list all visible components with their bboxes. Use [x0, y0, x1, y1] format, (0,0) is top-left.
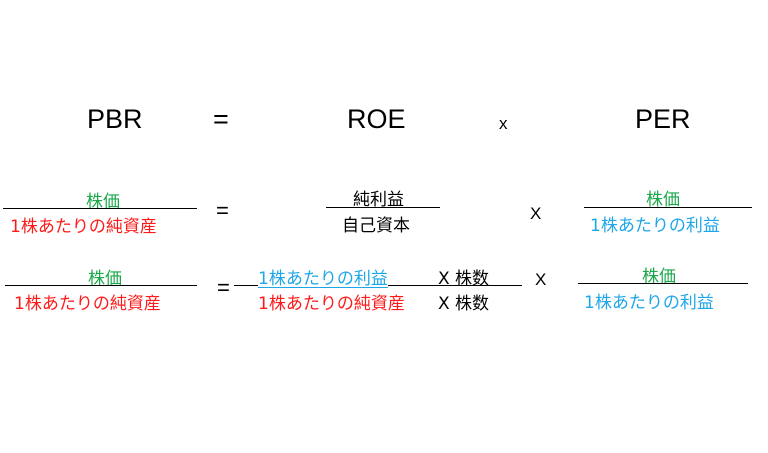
- roe-label: ROE: [347, 104, 406, 134]
- fraction-bar: [584, 207, 752, 208]
- eps-denominator: 1株あたりの利益: [590, 216, 720, 236]
- fraction-bar: [326, 207, 440, 208]
- stock-price-numerator: 株価: [86, 192, 120, 212]
- fraction-bar: [3, 208, 197, 209]
- equity-denominator: 自己資本: [342, 216, 410, 236]
- stock-price-numerator: 株価: [646, 190, 680, 210]
- fraction-bar: [578, 283, 748, 284]
- multiply-sign: X: [535, 270, 547, 289]
- equals-sign: =: [217, 275, 230, 300]
- net-income-numerator: 純利益: [353, 190, 404, 210]
- eps-denominator: 1株あたりの利益: [584, 293, 714, 313]
- multiply-sign: x: [499, 114, 508, 133]
- bps-denominator: 1株あたりの純資産: [10, 217, 157, 237]
- stock-price-numerator: 株価: [88, 269, 122, 289]
- fraction-bar: [5, 285, 197, 286]
- pbr-label: PBR: [87, 104, 143, 134]
- stock-price-numerator: 株価: [642, 267, 676, 287]
- per-label: PER: [635, 104, 691, 134]
- bps-denominator: 1株あたりの純資産: [14, 294, 161, 314]
- equals-sign: =: [213, 104, 229, 134]
- multiply-sign: X: [530, 204, 542, 223]
- eps-numerator: 1株あたりの利益: [258, 264, 388, 289]
- bps-denominator: 1株あたりの純資産: [258, 294, 405, 314]
- shares-multiplier-numerator: X 株数: [438, 269, 490, 289]
- shares-multiplier-denominator: X 株数: [438, 294, 490, 314]
- equals-sign: =: [216, 198, 229, 223]
